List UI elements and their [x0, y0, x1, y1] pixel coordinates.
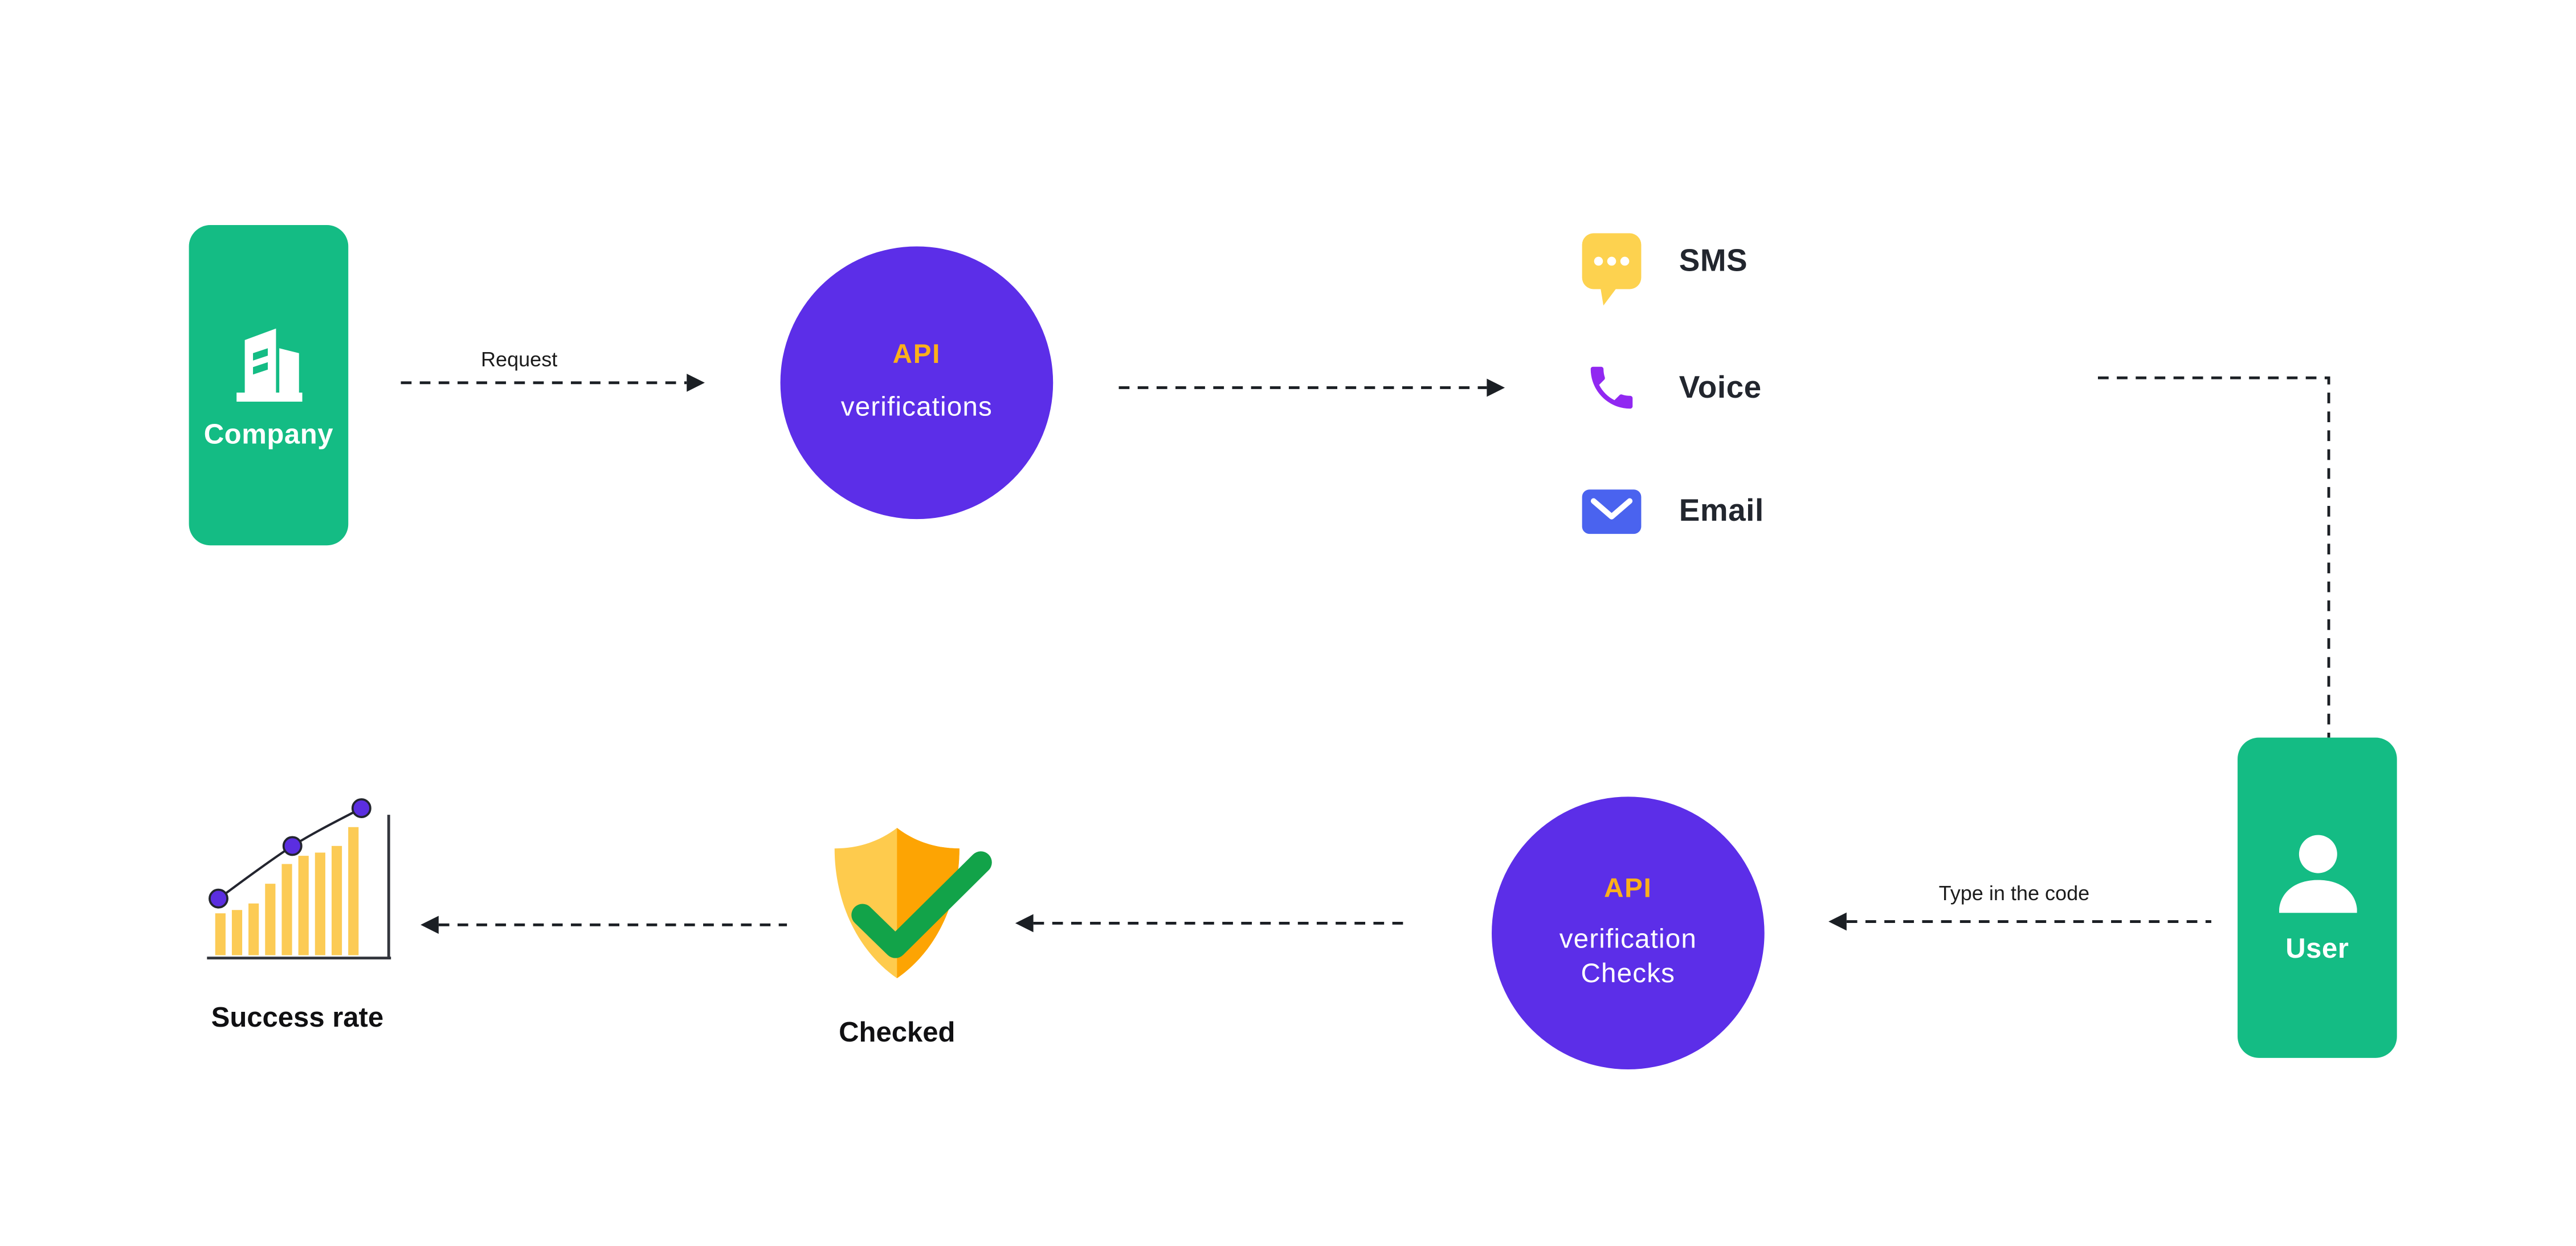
channel-voice [1584, 359, 1640, 415]
chart-trend-dots [209, 798, 372, 909]
channel-sms [1582, 233, 1642, 307]
dashed-arrow-checked-to-chart [421, 916, 787, 934]
api-verifications-line2: verifications [840, 393, 993, 423]
dashed-path-channels-to-user [2097, 376, 2330, 738]
api-verifications-node: API verifications [780, 246, 1054, 520]
dashed-arrow-checks-to-checked [1015, 914, 1407, 933]
chart-bars [215, 827, 359, 955]
success-rate-chart [207, 798, 391, 959]
shield-check-icon [834, 828, 992, 979]
checked-label: Checked [839, 1016, 956, 1048]
user-node: User [2238, 737, 2397, 1058]
request-edge-label: Request [480, 348, 558, 371]
type-code-edge-label: Type in the code [1938, 882, 2090, 905]
channel-sms-label: SMS [1679, 244, 1748, 280]
user-person-icon [2278, 834, 2357, 912]
channel-voice-label: Voice [1679, 371, 1762, 406]
dashed-arrow-request [401, 373, 705, 392]
company-label: Company [203, 418, 334, 450]
api-verification-checks-node: API verification Checks [1492, 796, 1765, 1070]
checked-node [822, 824, 1012, 994]
channel-email [1582, 489, 1642, 534]
dashed-arrow-api-to-channels [1118, 378, 1505, 397]
company-node: Company [189, 225, 349, 546]
api-verifications-line1: API [892, 340, 941, 370]
api-checks-line2: verification [1559, 925, 1697, 955]
sms-bubble-icon [1582, 233, 1642, 306]
phone-icon [1590, 366, 1633, 409]
channel-email-label: Email [1679, 494, 1764, 529]
api-checks-line3: Checks [1581, 959, 1676, 989]
company-building-icon [235, 328, 302, 401]
user-label: User [2285, 932, 2349, 964]
success-rate-label: Success rate [211, 1002, 384, 1033]
api-checks-line1: API [1604, 874, 1652, 904]
dashed-arrow-user-to-checks [1828, 912, 2211, 931]
envelope-icon [1582, 489, 1642, 534]
